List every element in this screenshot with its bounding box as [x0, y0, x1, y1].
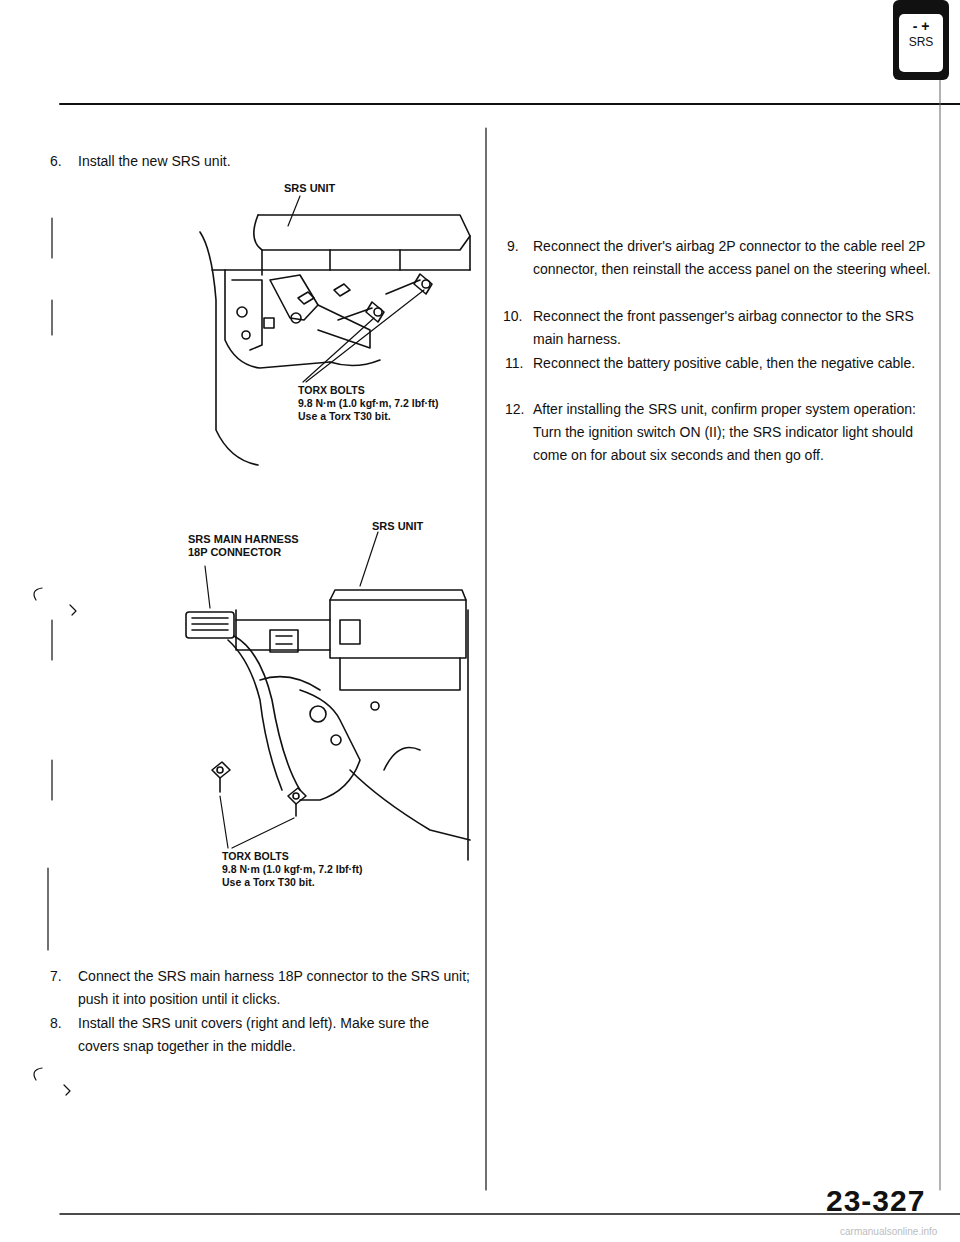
step-number: 9. [507, 235, 519, 258]
edge-rule [940, 20, 941, 1190]
footer-rule [60, 1213, 960, 1215]
torque-spec: 9.8 N·m (1.0 kgf·m, 7.2 lbf·ft) [222, 863, 422, 876]
step-number: 12. [505, 398, 524, 421]
part-label: TORX BOLTS [298, 384, 365, 397]
margin-marks [34, 218, 76, 1095]
step-text: Connect the SRS main harness 18P connect… [78, 965, 473, 1011]
torque-spec: 9.8 N·m (1.0 kgf·m, 7.2 lbf·ft) [298, 397, 498, 410]
page-number: 23-327 [826, 1184, 925, 1218]
srs-unit-installed-figure [200, 196, 470, 465]
column-rule [485, 128, 486, 1190]
tool-note: Use a Torx T30 bit. [222, 876, 422, 889]
section-icon: - +SRS [893, 0, 949, 80]
step-number: 6. [50, 150, 62, 173]
part-label: SRS UNIT [372, 520, 423, 533]
section-tag: SRS [899, 34, 943, 50]
step-number: 7. [50, 965, 62, 988]
battery-terminals: - + [899, 18, 943, 34]
icon-panel: - +SRS [899, 14, 943, 72]
header-rule [60, 103, 960, 105]
part-label: TORX BOLTS [222, 850, 289, 863]
step-text: Reconnect the front passenger's airbag c… [533, 305, 933, 351]
part-label: SRS MAIN HARNESS 18P CONNECTOR [188, 533, 318, 559]
tool-note: Use a Torx T30 bit. [298, 410, 498, 423]
step-number: 10. [503, 305, 522, 328]
step-text: Install the new SRS unit. [78, 150, 458, 173]
srs-connector-figure [186, 532, 470, 860]
step-text: Install the SRS unit covers (right and l… [78, 1012, 473, 1058]
step-text: Reconnect the driver's airbag 2P connect… [533, 235, 933, 281]
step-text: Reconnect the battery positive cable, th… [533, 352, 933, 375]
step-number: 11. [505, 352, 523, 375]
watermark: carmanualsonline.info [840, 1226, 937, 1238]
step-text: After installing the SRS unit, confirm p… [533, 398, 933, 467]
step-number: 8. [50, 1012, 62, 1035]
part-label: SRS UNIT [284, 182, 335, 195]
